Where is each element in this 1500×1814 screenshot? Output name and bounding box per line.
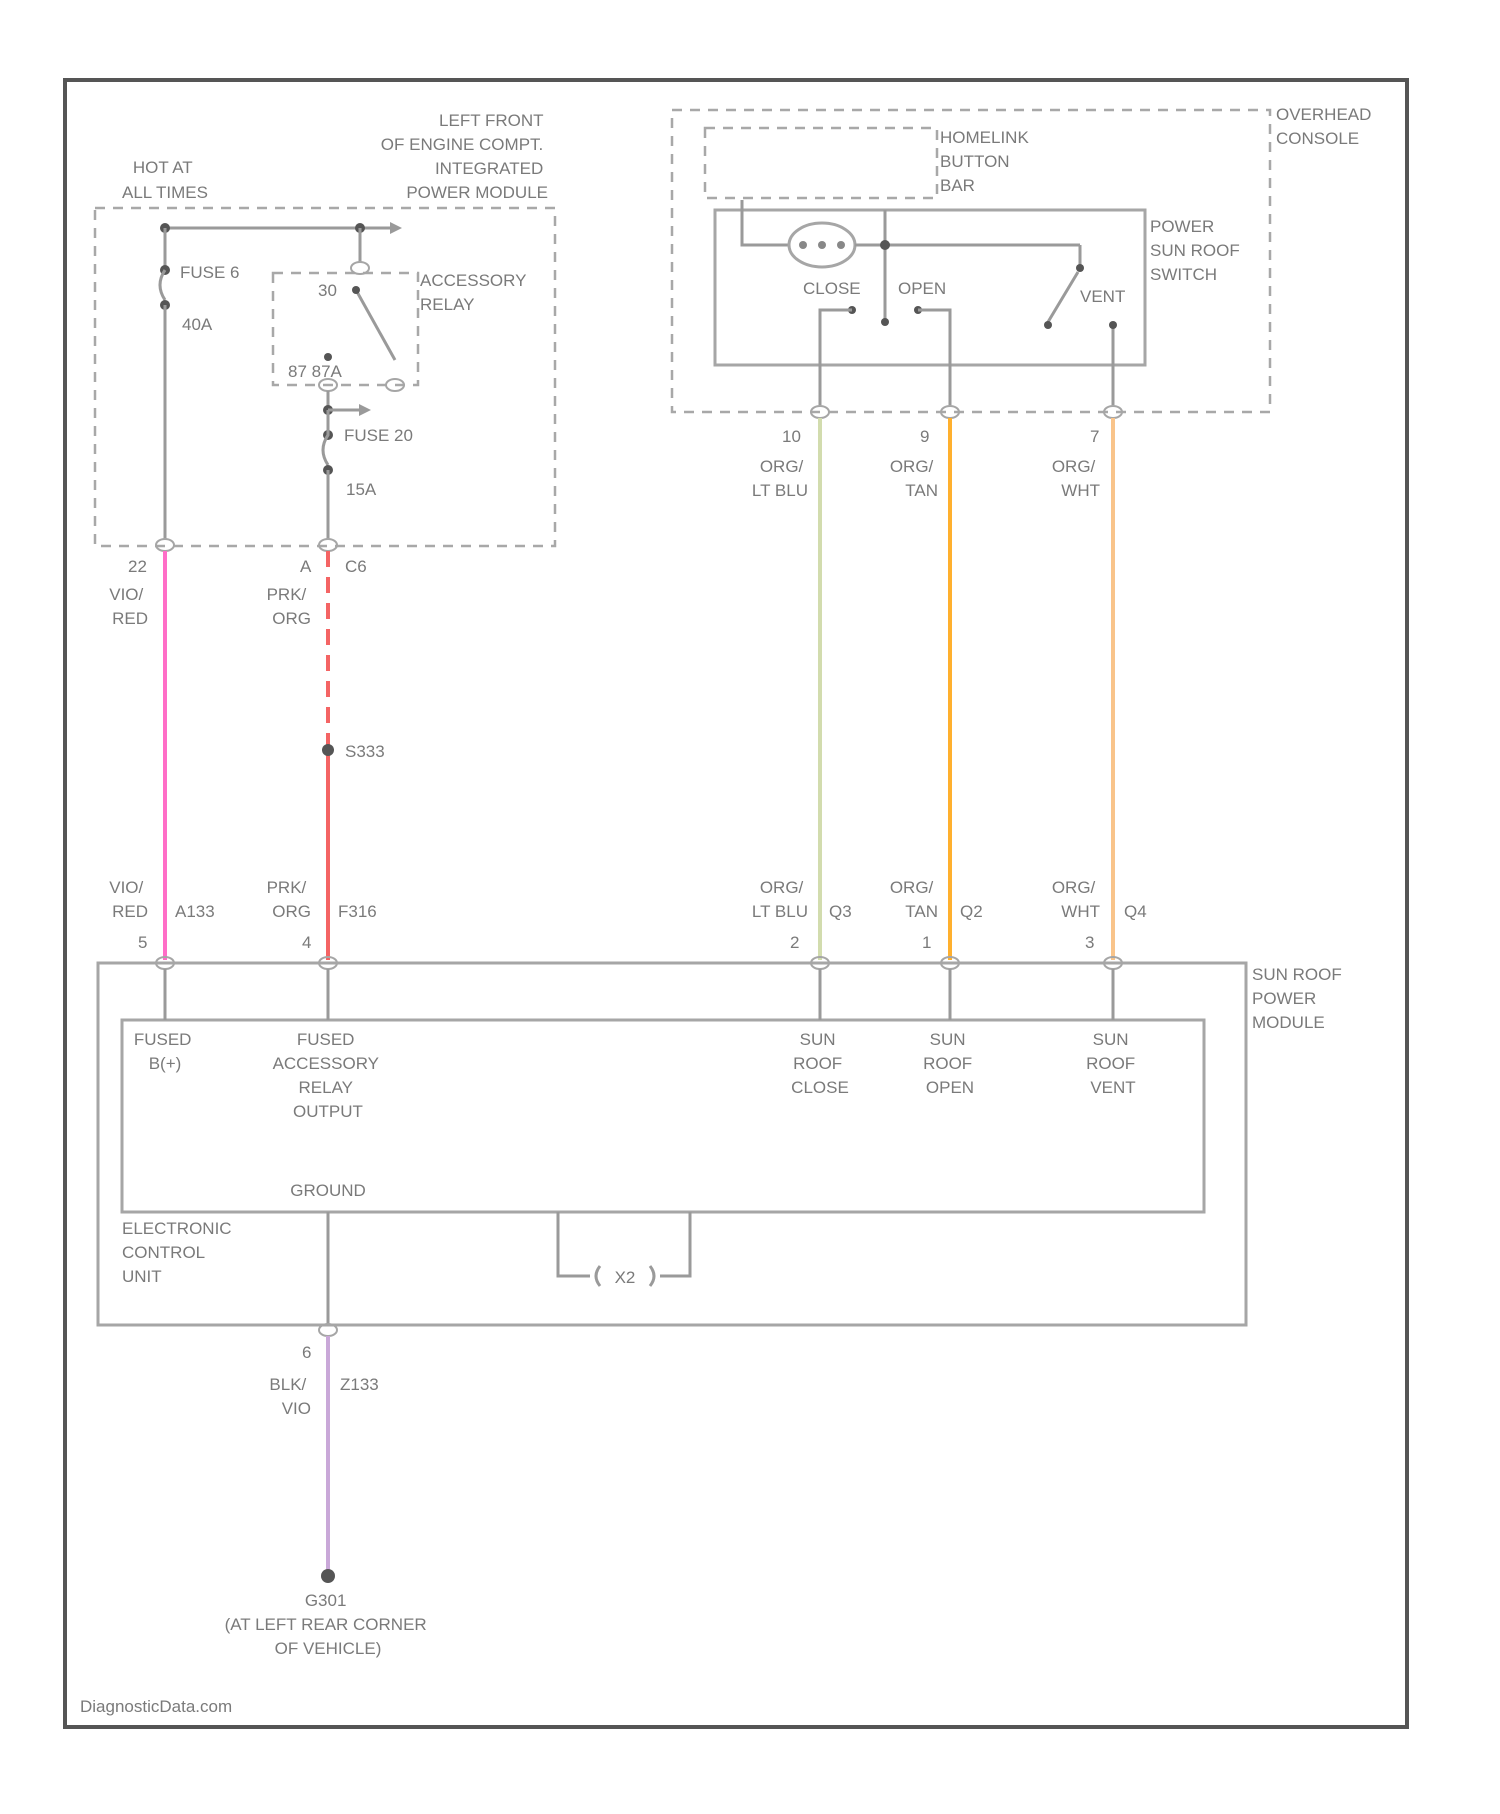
fuse-20-label: FUSE 20 (344, 426, 413, 445)
switch-common-node (880, 240, 890, 250)
integrated-power-module-label: LEFT FRONT OF ENGINE COMPT. INTEGRATED P… (381, 111, 548, 202)
relay-pins-bottom-label: 87 87A (288, 362, 343, 381)
sunroof-power-module-label: SUN ROOF POWER MODULE (1252, 965, 1346, 1032)
ecu-ground-label: GROUND (290, 1181, 366, 1200)
sunroof-power-module-outline (98, 963, 1246, 1325)
switch-rocker-dot-2 (818, 241, 826, 249)
switch-vent-label: VENT (1080, 287, 1125, 306)
ground-point-label: G301 (AT LEFT REAR CORNER OF VEHICLE) (225, 1591, 432, 1658)
fuse-20-branch-arrow (359, 404, 371, 416)
vent-wire-color-top: ORG/ WHT (1052, 457, 1100, 500)
batt-wire-color-top: VIO/ RED (109, 585, 148, 628)
x2-bracket-left (596, 1266, 600, 1286)
acc-top-pin: A (300, 557, 312, 576)
power-sunroof-switch-label: POWER SUN ROOF SWITCH (1150, 217, 1244, 284)
acc-top-connector: C6 (345, 557, 367, 576)
fuse-6-label: FUSE 6 (180, 263, 240, 282)
x2-internal-link-right (660, 1212, 690, 1276)
switch-open-label: OPEN (898, 279, 946, 298)
batt-wire-color-bottom: VIO/ RED (109, 878, 148, 921)
relay-pin-30-label: 30 (318, 281, 337, 300)
switch-vent-terminal-top (1076, 264, 1084, 272)
relay-contact-arm (356, 290, 395, 360)
accessory-relay-label: ACCESSORY RELAY (420, 271, 531, 314)
switch-internal-feed (742, 200, 790, 245)
switch-open-lead (918, 310, 950, 405)
ground-circuit: Z133 (340, 1375, 379, 1394)
splice-s333-label: S333 (345, 742, 385, 761)
overhead-console-label: OVERHEAD CONSOLE (1276, 105, 1376, 148)
switch-close-lead (820, 310, 852, 405)
batt-top-pin: 22 (128, 557, 147, 576)
switch-vent-lead-terminal (1109, 321, 1117, 329)
switch-vent-terminal-bottom (1044, 321, 1052, 329)
sunroof-close-label: SUN ROOF CLOSE (791, 1030, 849, 1097)
ground-wire-color: BLK/ VIO (269, 1375, 311, 1418)
x2-bracket-right (650, 1266, 654, 1286)
acc-wire-color-top: PRK/ ORG (267, 585, 311, 628)
diagram-frame (65, 80, 1407, 1727)
batt-circuit: A133 (175, 902, 215, 921)
splice-s333 (322, 744, 334, 756)
electronic-control-unit-label: ELECTRONIC CONTROL UNIT (122, 1219, 236, 1286)
vent-top-pin: 7 (1090, 427, 1099, 446)
close-circuit: Q3 (829, 902, 852, 921)
ground-point-g301 (321, 1569, 335, 1583)
switch-vent-blade (1048, 272, 1078, 322)
switch-common-terminal (881, 318, 889, 326)
open-circuit: Q2 (960, 902, 983, 921)
bus-bar-arrow (390, 222, 402, 234)
sunroof-open-label: SUN ROOF OPEN (923, 1030, 977, 1097)
hot-at-all-times-label: HOT AT ALL TIMES (122, 158, 208, 202)
x2-internal-link (558, 1212, 590, 1276)
fused-bplus-label: FUSED B(+) (134, 1030, 196, 1073)
relay-pin-30-connector (351, 262, 369, 274)
close-wire-color-bottom: ORG/ LT BLU (752, 878, 808, 921)
switch-rocker-dot-1 (799, 241, 807, 249)
homelink-button-bar-outline (705, 128, 937, 198)
homelink-button-bar-label: HOMELINK BUTTON BAR (940, 128, 1034, 195)
sunroof-vent-label: SUN ROOF VENT (1086, 1030, 1140, 1097)
fuse-20-rating: 15A (346, 480, 377, 499)
switch-close-label: CLOSE (803, 279, 861, 298)
close-module-pin: 2 (790, 933, 799, 952)
close-wire-color-top: ORG/ LT BLU (752, 457, 808, 500)
close-top-pin: 10 (782, 427, 801, 446)
open-module-pin: 1 (922, 933, 931, 952)
acc-module-pin: 4 (302, 933, 311, 952)
open-top-pin: 9 (920, 427, 929, 446)
x2-label: X2 (615, 1268, 636, 1287)
fused-accessory-relay-output-label: FUSED ACCESSORY RELAY OUTPUT (273, 1030, 384, 1121)
watermark: DiagnosticData.com (80, 1697, 232, 1716)
vent-wire-color-bottom: ORG/ WHT (1052, 878, 1100, 921)
relay-contact-pivot (352, 286, 360, 294)
electronic-control-unit-outline (122, 1020, 1204, 1212)
open-wire-color-top: ORG/ TAN (890, 457, 938, 500)
fuse-6-rating: 40A (182, 315, 213, 334)
acc-wire-color-bottom: PRK/ ORG (267, 878, 311, 921)
vent-module-pin: 3 (1085, 933, 1094, 952)
switch-rocker-dot-3 (837, 241, 845, 249)
open-wire-color-bottom: ORG/ TAN (890, 878, 938, 921)
ground-module-pin: 6 (302, 1343, 311, 1362)
batt-module-pin: 5 (138, 933, 147, 952)
vent-circuit: Q4 (1124, 902, 1147, 921)
relay-pin-87-terminal (324, 353, 332, 361)
acc-circuit: F316 (338, 902, 377, 921)
